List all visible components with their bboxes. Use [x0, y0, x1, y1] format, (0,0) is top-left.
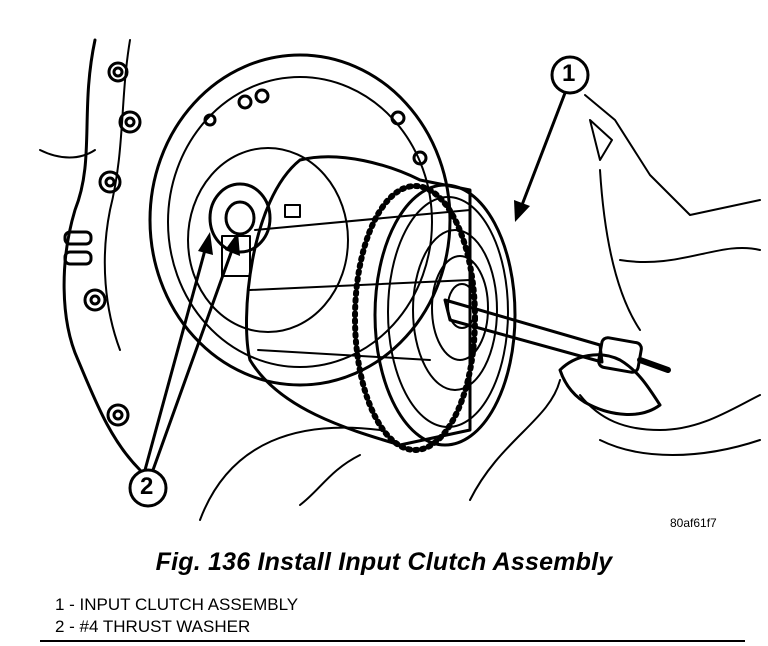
reaction-plate	[148, 53, 452, 387]
legend: 1 - INPUT CLUTCH ASSEMBLY 2 - #4 THRUST …	[55, 594, 298, 638]
clutch-front-face	[373, 183, 517, 447]
legend-item: 2 - #4 THRUST WASHER	[55, 617, 251, 636]
clutch-drum	[245, 155, 472, 447]
callout-2	[128, 232, 240, 508]
callout-1-label: 1	[562, 60, 576, 87]
thrust-washer	[208, 182, 272, 254]
callout-1	[514, 55, 590, 222]
case-edge-bottom	[199, 426, 381, 521]
case-flange-left-inner	[103, 39, 131, 351]
figure-caption: Fig. 136 Install Input Clutch Assembly	[155, 548, 613, 576]
input-clutch-illustration	[39, 38, 761, 521]
figure-reference-id: 80af61f7	[670, 516, 717, 530]
case-right	[584, 94, 761, 216]
case-flange-left	[62, 38, 142, 472]
legend-item: 1 - INPUT CLUTCH ASSEMBLY	[55, 595, 299, 614]
installation-tool	[443, 298, 604, 364]
case-edge	[39, 149, 96, 159]
bottom-rule	[40, 640, 745, 642]
callout-2-label: 2	[140, 473, 154, 500]
hand	[558, 353, 662, 416]
